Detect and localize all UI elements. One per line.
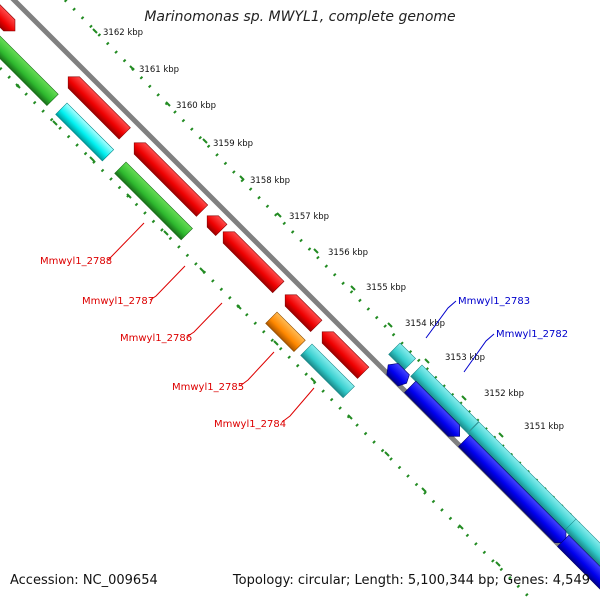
tick-label: 3153 kbp: [445, 353, 485, 363]
tick-label: 3160 kbp: [176, 101, 216, 111]
tick-mark: [236, 304, 242, 310]
gene-feature-green[interactable]: [114, 161, 193, 241]
tick-mark: [126, 193, 132, 199]
left-label-leaders: [107, 222, 315, 423]
tick-mark: [387, 322, 393, 328]
tick-mark: [129, 65, 135, 71]
tick-mark: [276, 212, 282, 218]
tick-mark: [424, 358, 430, 364]
tick-mark: [310, 377, 316, 383]
tick-label: 3151 kbp: [524, 422, 564, 432]
tick-mark: [384, 451, 390, 457]
tick-label: 3155 kbp: [366, 283, 406, 293]
tick-mark: [461, 395, 467, 401]
tick-label: 3161 kbp: [139, 65, 179, 75]
genome-summary: Topology: circular; Length: 5,100,344 bp…: [232, 573, 590, 588]
tick-label: 3154 kbp: [405, 319, 445, 329]
tick-label: 3152 kbp: [484, 389, 524, 399]
label-leader: [425, 300, 457, 339]
map-title: Marinomonas sp. MWYL1, complete genome: [144, 9, 456, 25]
gene-feature-blue[interactable]: [458, 434, 572, 548]
gene-feature-red[interactable]: [280, 289, 323, 333]
gene-feature-orange[interactable]: [265, 311, 306, 353]
label-leader: [281, 387, 315, 423]
gene-feature-teal[interactable]: [300, 343, 355, 399]
gene-feature-cyan[interactable]: [55, 102, 115, 162]
right-strand-genes: [383, 342, 600, 590]
gene-feature-green[interactable]: [0, 31, 59, 106]
gene-feature-red[interactable]: [0, 0, 21, 37]
tick-label: 3162 kbp: [103, 28, 143, 38]
right-label-leaders: [425, 300, 495, 373]
gene-feature-teal[interactable]: [564, 518, 600, 574]
tick-labels: 3162 kbp 3161 kbp 3160 kbp 3159 kbp 3158…: [103, 28, 564, 432]
tick-mark: [202, 138, 208, 144]
tick-mark: [347, 414, 353, 420]
gene-feature-red[interactable]: [202, 210, 228, 237]
gene-feature-teal[interactable]: [467, 421, 578, 532]
tick-mark: [165, 101, 171, 107]
accession-label: Accession: NC_009654: [10, 573, 158, 588]
gene-feature-red[interactable]: [63, 71, 131, 140]
tick-label: 3156 kbp: [328, 248, 368, 258]
gene-label[interactable]: Mmwyl1_2783: [458, 296, 530, 307]
label-leader: [463, 333, 495, 373]
tick-mark: [92, 28, 98, 34]
gene-feature-blue[interactable]: [404, 380, 466, 442]
forward-strand-genes: [0, 0, 370, 379]
label-leader: [149, 265, 186, 301]
tick-label: 3157 kbp: [289, 212, 329, 222]
gene-label[interactable]: Mmwyl1_2784: [214, 419, 286, 430]
tick-mark: [498, 432, 504, 438]
gene-label[interactable]: Mmwyl1_2788: [40, 256, 112, 267]
tick-mark: [458, 524, 464, 530]
tick-marks: [15, 28, 504, 567]
label-leader: [239, 351, 275, 387]
right-gene-labels: Mmwyl1_2783 Mmwyl1_2782: [458, 296, 568, 340]
tick-mark: [89, 156, 95, 162]
gene-feature-red[interactable]: [218, 226, 285, 294]
gene-feature-red[interactable]: [129, 137, 209, 217]
left-gene-labels: Mmwyl1_2788 Mmwyl1_2787 Mmwyl1_2786 Mmwy…: [40, 256, 286, 430]
gene-feature-blue[interactable]: [383, 359, 413, 389]
tick-mark: [273, 340, 279, 346]
tick-mark: [15, 83, 21, 89]
tick-label: 3159 kbp: [213, 139, 253, 149]
tick-mark: [239, 175, 245, 181]
tick-mark: [313, 248, 319, 254]
gene-label[interactable]: Mmwyl1_2786: [120, 333, 192, 344]
gene-label[interactable]: Mmwyl1_2787: [82, 296, 154, 307]
gene-feature-teal[interactable]: [410, 364, 479, 434]
tick-mark: [495, 561, 501, 567]
gene-label[interactable]: Mmwyl1_2782: [496, 329, 568, 340]
tick-mark: [52, 120, 58, 126]
gene-feature-red[interactable]: [317, 326, 370, 379]
label-leader: [107, 222, 145, 261]
inner-tick-guide: [0, 66, 534, 600]
gene-label[interactable]: Mmwyl1_2785: [172, 382, 244, 393]
label-leader: [187, 302, 223, 337]
tick-mark: [199, 267, 205, 273]
tick-mark: [421, 487, 427, 493]
tick-mark: [163, 230, 169, 236]
reverse-strand-genes: [0, 31, 355, 399]
tick-mark: [350, 285, 356, 291]
tick-label: 3158 kbp: [250, 176, 290, 186]
